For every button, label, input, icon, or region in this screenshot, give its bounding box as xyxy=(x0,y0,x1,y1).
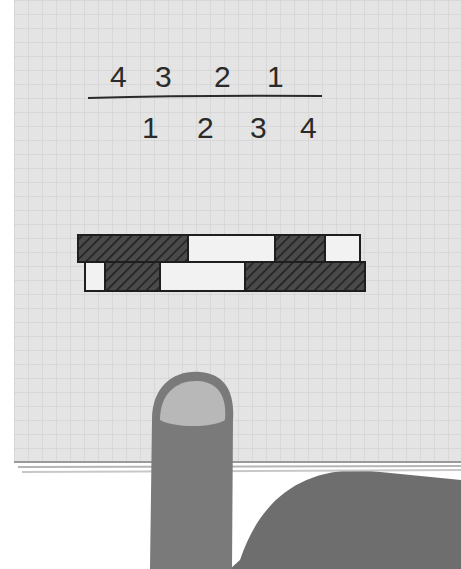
number-label: 1 xyxy=(267,62,284,92)
number-label: 4 xyxy=(300,113,317,143)
page-edge xyxy=(18,466,461,467)
number-label: 4 xyxy=(110,62,127,92)
thumb xyxy=(150,372,233,569)
number-label: 2 xyxy=(214,62,231,92)
number-label: 1 xyxy=(142,113,159,143)
bar-diagram xyxy=(78,235,365,291)
notebook-page xyxy=(14,0,461,462)
hand xyxy=(230,470,461,569)
thumbnail xyxy=(160,381,225,426)
page-edge xyxy=(22,470,461,472)
fraction-line xyxy=(88,96,322,98)
number-label: 3 xyxy=(250,113,267,143)
grid-lines xyxy=(14,0,461,462)
page-edge xyxy=(14,461,461,463)
number-label: 2 xyxy=(197,113,214,143)
number-label: 3 xyxy=(155,62,172,92)
